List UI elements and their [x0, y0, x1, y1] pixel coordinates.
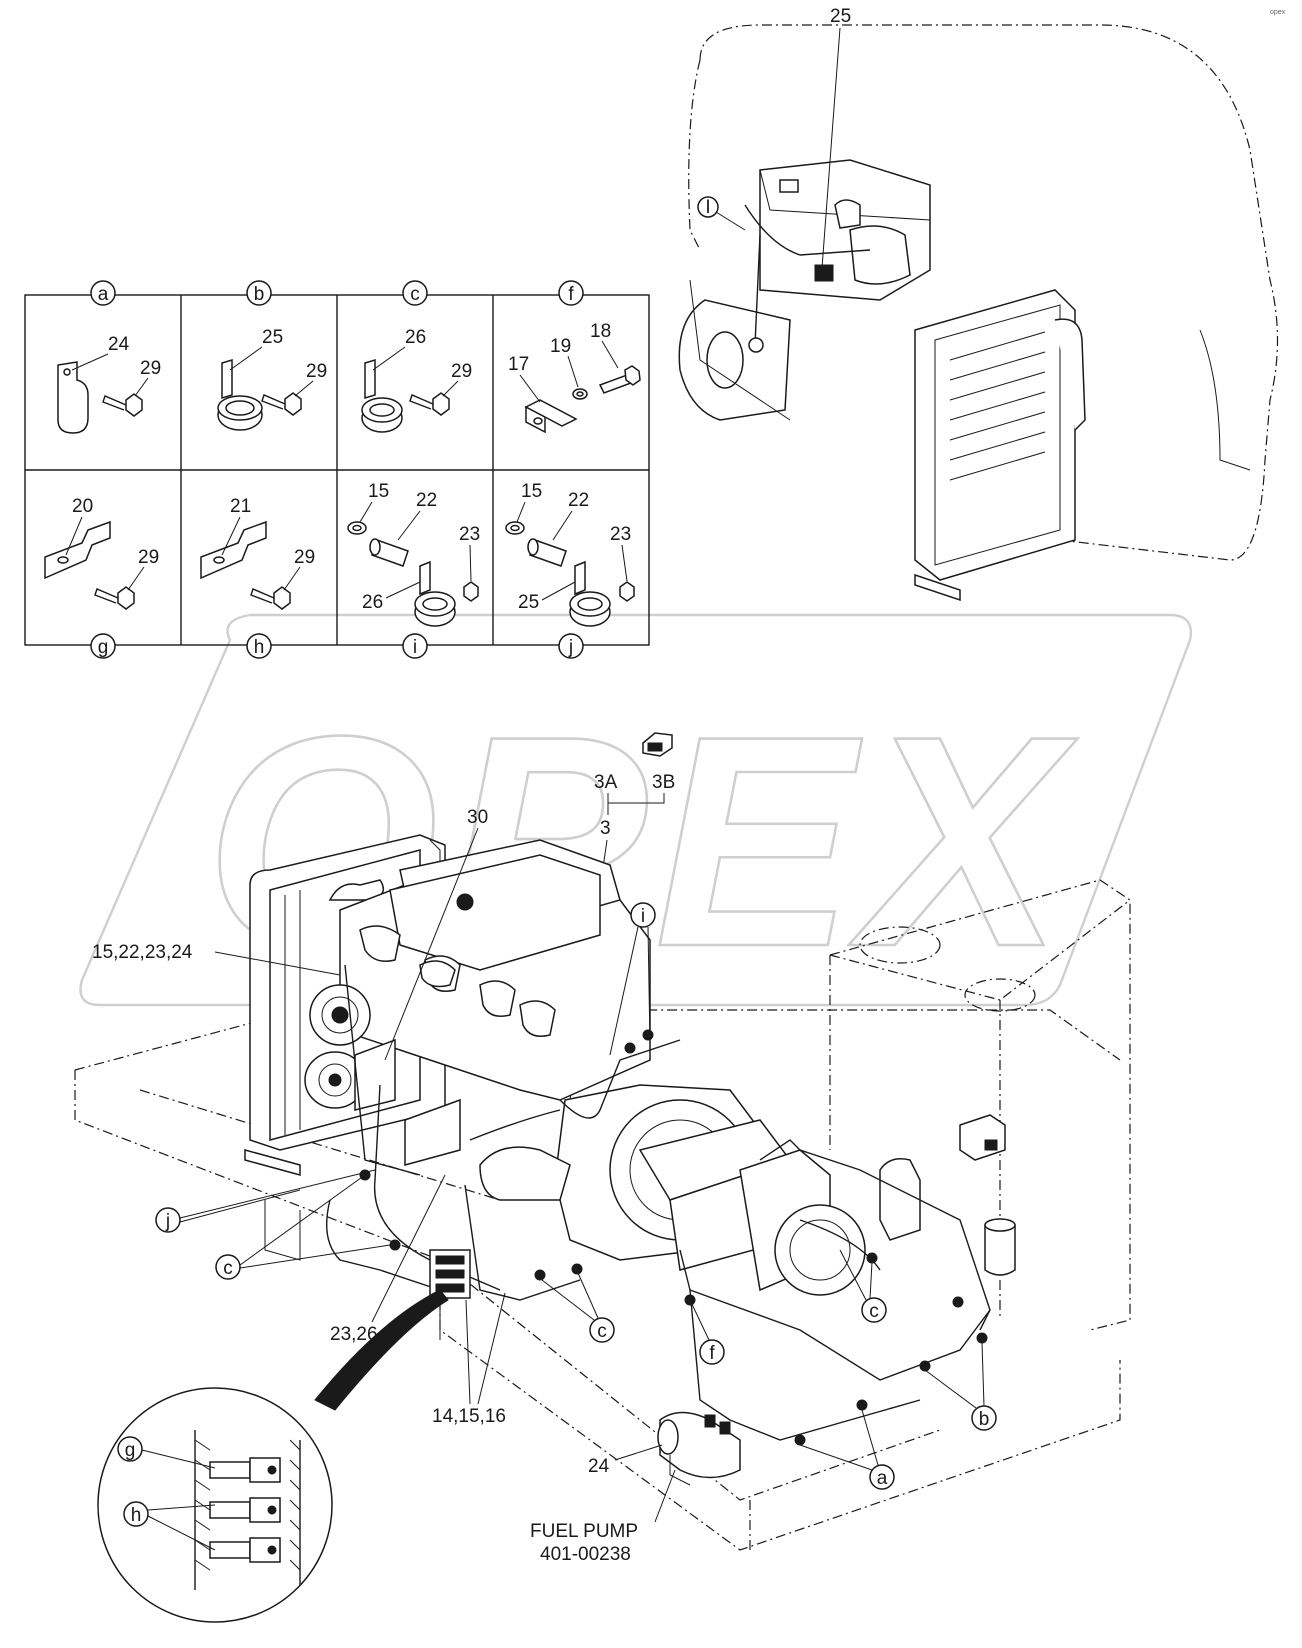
detail-cell-i: i 15 22 23 26 [347, 481, 480, 659]
circle-label-f: f [568, 284, 574, 305]
part-number: 20 [72, 496, 93, 517]
connector-3: 3 [600, 818, 611, 839]
circle-label-j: j [568, 637, 573, 658]
part-number: 15 [368, 481, 389, 502]
fuel-pump-icon [657, 1411, 741, 1486]
terminal-block-icon [429, 1249, 471, 1299]
circle-label-a: a [98, 284, 109, 305]
circle-label-c-left: c [223, 1258, 233, 1279]
fuel-pump-title: FUEL PUMP [530, 1521, 638, 1542]
part-number: 19 [550, 336, 571, 357]
circle-label-b: b [979, 1409, 990, 1430]
connector-callout: 3A 3B 3 [569, 732, 675, 1101]
circle-label-f-main: f [709, 1343, 715, 1364]
fuel-pump-number: 401-00238 [540, 1544, 631, 1565]
circle-label-c: c [410, 284, 420, 305]
part-number: 23 [610, 524, 631, 545]
detail-table [24, 294, 650, 646]
part-number: 26 [362, 592, 383, 613]
circle-label-i-main: i [641, 906, 645, 927]
part-number: 25 [518, 592, 539, 613]
circle-label-a-main: a [877, 1468, 888, 1489]
part-number: 21 [230, 496, 251, 517]
circle-label-h: h [254, 637, 265, 658]
callout-24: 24 [588, 1456, 610, 1477]
washer-icon [572, 388, 588, 400]
inset-clamp-icon [209, 1497, 281, 1523]
callout-15-22-23-24: 15,22,23,24 [92, 942, 193, 963]
detail-cell-f: f 19 18 17 [508, 280, 641, 434]
bolt-icon [94, 586, 135, 610]
connector-3b: 3B [652, 772, 675, 793]
part-number: 15 [521, 481, 542, 502]
detail-cell-j: j 15 22 23 25 [505, 481, 635, 659]
circle-label-b: b [254, 284, 265, 305]
part-number: 29 [140, 358, 161, 379]
detail-cell-a: a 24 29 [57, 280, 161, 434]
inset-clamp-icon [209, 1457, 281, 1483]
part-number: 29 [451, 361, 472, 382]
circle-label-c-right: c [869, 1301, 879, 1322]
circle-label-i: i [413, 637, 417, 658]
detail-cell-b: b 25 29 [217, 280, 327, 431]
bolt-icon [250, 586, 291, 610]
washer-icon [505, 521, 525, 535]
part-number: 26 [405, 327, 426, 348]
detail-cell-g: g 20 29 [44, 496, 159, 659]
part-number: 25 [262, 327, 283, 348]
part-number: 17 [508, 354, 529, 375]
part-number: 29 [306, 361, 327, 382]
top-engine-view: 25 I [678, 6, 1279, 602]
nut-icon [619, 581, 635, 602]
bolt-icon [261, 392, 302, 416]
bolt-icon [598, 365, 641, 394]
corner-mark: opex [1270, 9, 1286, 16]
connector-icon [642, 732, 673, 757]
main-callouts: 30 15,22,23,24 i j c 23,26 c 14,15,16 f … [92, 807, 997, 1565]
detail-cell-c: c 26 29 [361, 280, 472, 433]
part-number: 18 [590, 321, 611, 342]
part-number: 24 [108, 334, 130, 355]
circle-label-g: g [98, 637, 109, 658]
bolt-icon [409, 392, 450, 416]
circle-label-h-inset: h [131, 1505, 142, 1526]
part-number: 29 [138, 547, 159, 568]
circle-label-I: I [705, 197, 710, 218]
detail-cell-h: h 21 29 [200, 496, 315, 659]
nut-icon [463, 581, 479, 602]
inset-detail: g h [97, 1289, 449, 1623]
main-assembly [74, 834, 1131, 1551]
connector-3a: 3A [594, 772, 618, 793]
bolt-icon [102, 393, 143, 417]
callout-25: 25 [830, 6, 851, 27]
part-number: 22 [568, 490, 589, 511]
circle-label-j-main: j [165, 1211, 170, 1232]
washer-icon [347, 521, 367, 535]
relay-icon [959, 1114, 1006, 1161]
part-number: 29 [294, 547, 315, 568]
callout-23-26: 23,26 [330, 1324, 378, 1345]
callout-14-15-16: 14,15,16 [432, 1406, 506, 1427]
circle-label-g-inset: g [125, 1440, 136, 1461]
part-number: 22 [416, 490, 437, 511]
circle-label-c-mid: c [597, 1321, 607, 1342]
standoff-icon [369, 538, 409, 567]
part-number: 23 [459, 524, 480, 545]
callout-30: 30 [467, 807, 488, 828]
inset-clamp-icon [209, 1537, 281, 1563]
standoff-icon [527, 538, 567, 567]
